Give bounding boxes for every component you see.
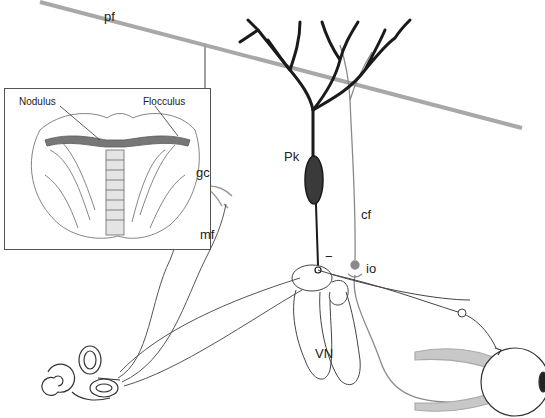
climbing-fiber: [351, 261, 359, 269]
cerebellum-inset: [31, 114, 199, 239]
purkinje-cell: [240, 20, 300, 70]
inner-ear: [90, 379, 118, 397]
eye: [481, 348, 545, 416]
cerebellum-inset: [4, 88, 211, 250]
inner-ear: [72, 378, 120, 400]
motor-pathway: [466, 315, 496, 348]
part-label: −: [325, 250, 333, 263]
part-label: pf: [104, 10, 115, 23]
vestibular-nuclei: [292, 265, 332, 291]
climbing-fiber: [340, 45, 372, 260]
vestibular-nuclei: [320, 292, 361, 385]
part-label: io: [366, 262, 376, 275]
part-label: gc: [196, 166, 210, 179]
purkinje-cell: [240, 20, 410, 273]
vestibular-nuclei: [294, 290, 332, 379]
part-label: mf: [200, 228, 214, 241]
cerebellum-inset: [106, 160, 124, 220]
part-label: VN: [315, 347, 333, 360]
inner-ear: [79, 346, 101, 374]
vestibular-nuclei: [292, 265, 360, 385]
eye: [539, 372, 545, 392]
eye: [495, 348, 501, 355]
purkinje-cell: [258, 30, 313, 160]
part-label: cf: [361, 208, 371, 221]
part-label: Pk: [284, 150, 299, 163]
purkinje-cell: [313, 20, 410, 110]
cerebellum-inset: [60, 106, 178, 140]
structure-label: Flocculus: [143, 97, 185, 107]
inset-frame: Nodulus Flocculus: [4, 88, 211, 250]
cerebellum-inset: [45, 136, 190, 147]
cerebellum-inset: [106, 150, 124, 235]
vestibular-nuclei: [329, 280, 348, 305]
mossy-fiber: [120, 278, 300, 372]
climbing-fiber: [340, 45, 510, 402]
inner-ear: [96, 384, 112, 392]
motor-pathway: [458, 309, 466, 317]
motor-pathway: [318, 270, 496, 348]
climbing-fiber: [348, 274, 362, 277]
inner-ear: [84, 351, 96, 369]
mossy-fiber: [124, 290, 302, 386]
motor-pathway: [318, 270, 470, 300]
inner-ear: [42, 364, 75, 395]
cerebellum-inset: [4, 88, 211, 250]
inner-ear: [42, 346, 120, 400]
purkinje-cell: [305, 156, 323, 204]
eye: [415, 348, 545, 416]
structure-label: Nodulus: [19, 97, 56, 107]
